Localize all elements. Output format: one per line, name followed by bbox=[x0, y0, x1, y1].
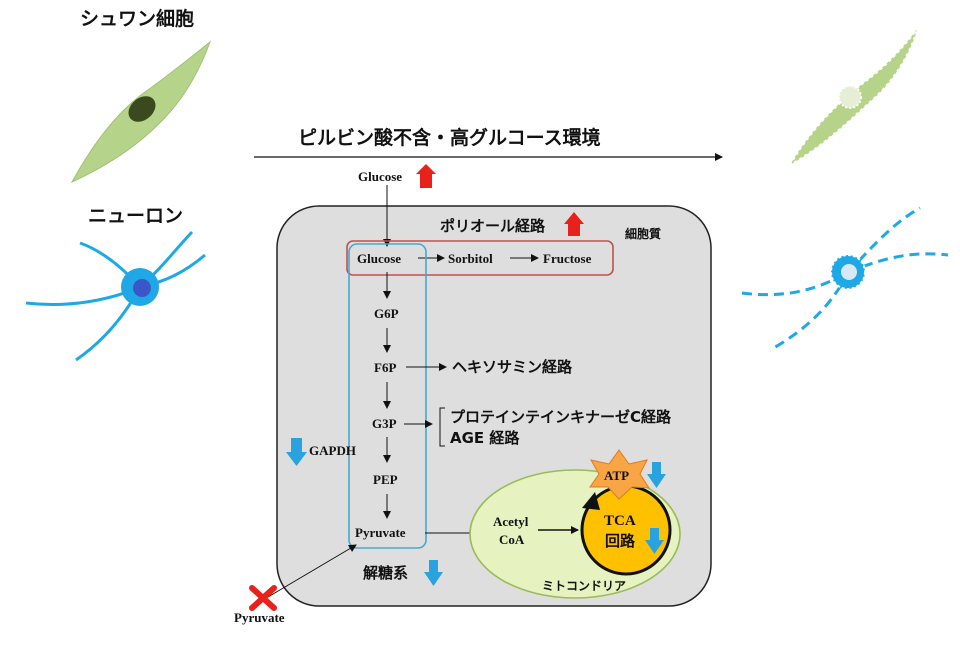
polyol-pathway-label: ポリオール経路 bbox=[440, 217, 546, 235]
pathway-bracket bbox=[439, 407, 445, 447]
age-pathway-label: AGE 経路 bbox=[450, 429, 520, 447]
tca-label: TCA bbox=[604, 513, 636, 529]
atp-star bbox=[589, 449, 650, 500]
up-arrow-icon bbox=[564, 212, 584, 236]
down-arrow-icon bbox=[286, 438, 307, 466]
glucose-node: Glucose bbox=[357, 251, 401, 266]
pkc-pathway-label: プロテインテインキナーゼC経路 bbox=[450, 408, 672, 426]
glycolysis-box bbox=[348, 243, 427, 549]
down-arrow-icon bbox=[645, 528, 664, 554]
glycolysis-label: 解糖系 bbox=[363, 564, 408, 582]
down-arrow-icon bbox=[424, 560, 443, 586]
sorbitol-node: Sorbitol bbox=[448, 251, 493, 266]
atp-label: ATP bbox=[604, 468, 629, 483]
pyruvate-outside-label: Pyruvate bbox=[234, 610, 285, 625]
hexosamine-pathway-label: ヘキソサミン経路 bbox=[452, 358, 573, 376]
glucose-outside-label: Glucose bbox=[358, 169, 402, 184]
pyruvate-node: Pyruvate bbox=[355, 525, 406, 540]
pep-node: PEP bbox=[373, 472, 398, 487]
schwann-cell-illustration bbox=[70, 40, 212, 184]
acetyl-label: Acetyl bbox=[493, 514, 529, 529]
gapdh-label: GAPDH bbox=[309, 443, 356, 458]
tca-cycle-label: 回路 bbox=[605, 532, 636, 550]
damaged-schwann-cell-illustration bbox=[787, 27, 919, 168]
pyruvate-uptake-arrow bbox=[267, 544, 357, 598]
down-arrow-icon bbox=[647, 462, 666, 488]
neuron-illustration bbox=[25, 230, 206, 362]
mitochondria-label: ミトコンドリア bbox=[542, 579, 626, 593]
cross-icon bbox=[249, 585, 277, 611]
g3p-node: G3P bbox=[372, 416, 397, 431]
neuron-label: ニューロン bbox=[88, 205, 183, 227]
polyol-pathway-box bbox=[346, 240, 614, 276]
cytoplasm-label: 細胞質 bbox=[625, 226, 661, 241]
condition-label: ピルビン酸不含・高グルコース環境 bbox=[298, 126, 601, 149]
f6p-node: F6P bbox=[374, 360, 396, 375]
damaged-neuron-illustration bbox=[741, 206, 949, 352]
tca-cycle-arrowhead bbox=[582, 492, 600, 510]
up-arrow-icon bbox=[416, 164, 436, 188]
schwann-cell-label: シュワン細胞 bbox=[80, 7, 194, 30]
g6p-node: G6P bbox=[374, 306, 399, 321]
fructose-node: Fructose bbox=[543, 251, 592, 266]
coa-label: CoA bbox=[499, 532, 525, 547]
